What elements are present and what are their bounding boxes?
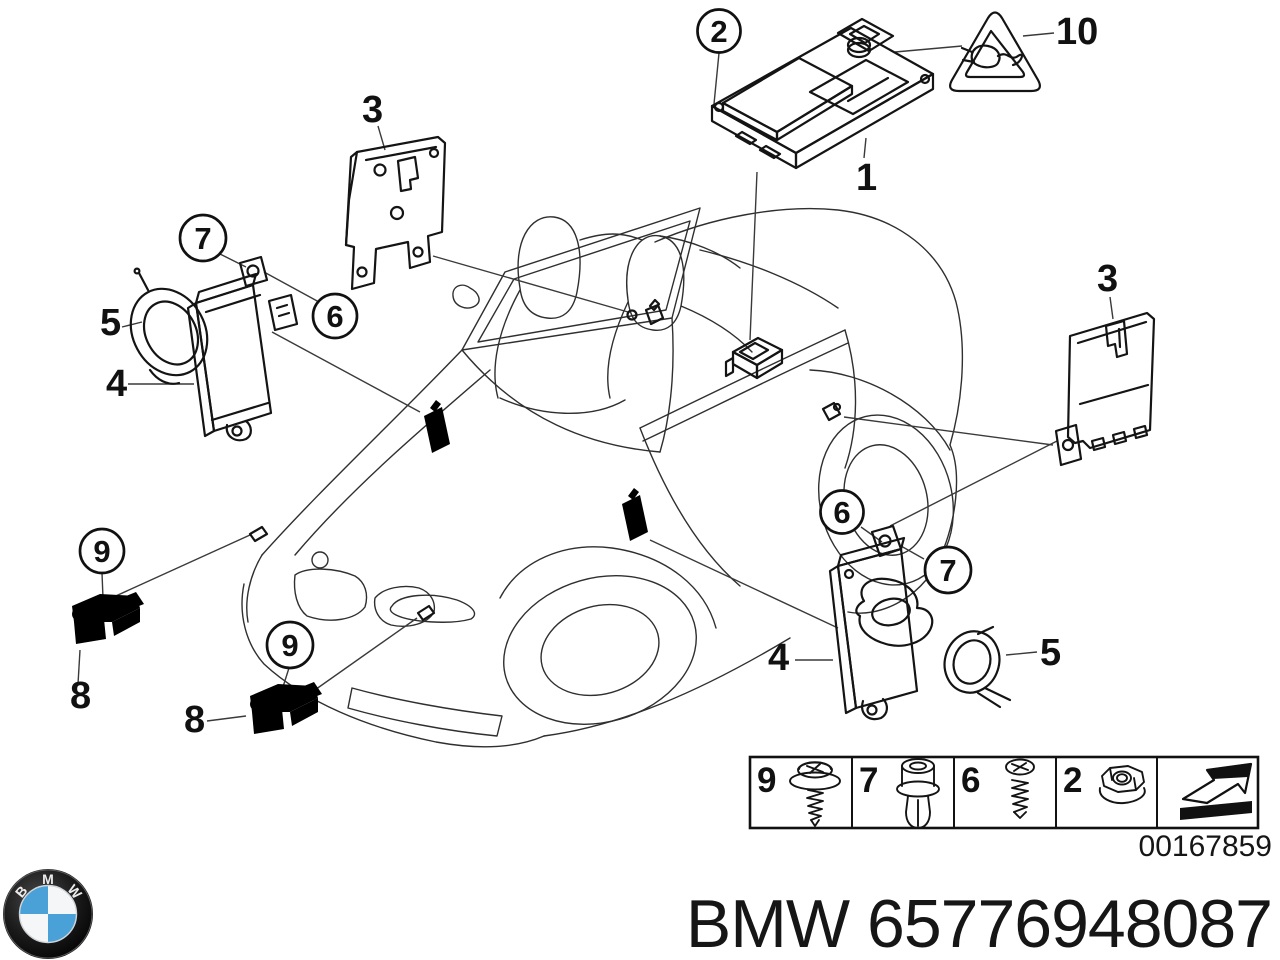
callout-7-right-label: 7 xyxy=(939,553,956,588)
in-car-bumper-sensor-left xyxy=(248,525,269,543)
callout-9-side-label: 9 xyxy=(281,628,298,663)
logo-letter-m: M xyxy=(42,871,54,887)
callout-7-right: 7 xyxy=(923,545,973,595)
bracket-left-part-drawing xyxy=(344,135,447,291)
fastener-legend-table: 9 7 6 xyxy=(748,755,1260,830)
label-part-5-left: 5 xyxy=(100,302,121,344)
footer-part-number: BMW 65776948087 xyxy=(686,886,1272,960)
legend-cell-continuation xyxy=(1180,762,1253,820)
in-car-sill-sensor-right xyxy=(821,401,842,422)
car-line-drawing xyxy=(241,207,964,748)
callout-7-left: 7 xyxy=(178,213,228,263)
in-car-components xyxy=(248,298,842,622)
satellite-module-left-part-drawing xyxy=(186,255,299,442)
in-car-bumper-sensor-center xyxy=(416,604,436,622)
impact-sensor-side-part-drawing xyxy=(250,682,322,734)
continuation-arrow-icon xyxy=(1180,762,1253,820)
part-number-labels: 1 3 10 5 4 8 8 3 4 5 xyxy=(70,11,1118,741)
callout-6-left-label: 6 xyxy=(326,299,343,334)
impact-sensor-front-part-drawing xyxy=(72,592,144,644)
screw-with-washer-icon xyxy=(789,761,841,827)
callout-9-front-label: 9 xyxy=(93,534,110,569)
label-part-4-left: 4 xyxy=(106,363,127,405)
label-part-3-left: 3 xyxy=(362,89,383,131)
retaining-ring-right-part-drawing xyxy=(943,625,1012,709)
airbag-warning-triangle-icon xyxy=(949,11,1041,93)
callout-6-right: 6 xyxy=(819,489,865,535)
label-part-5-right: 5 xyxy=(1040,632,1061,674)
in-car-header-sensor xyxy=(626,298,665,326)
callout-2-label: 2 xyxy=(710,14,727,49)
diagram-doc-number: 00167859 xyxy=(1139,830,1272,863)
callout-6-right-label: 6 xyxy=(833,495,850,530)
satellite-module-right-part-drawing xyxy=(828,524,934,721)
callout-2: 2 xyxy=(696,8,742,54)
legend-ref-7: 7 xyxy=(859,761,878,800)
bmw-logo-icon: B M W xyxy=(3,869,93,959)
legend-ref-9: 9 xyxy=(757,761,776,800)
legend-cell-screw: 9 xyxy=(757,761,841,827)
hex-flange-nut-icon xyxy=(1099,765,1146,805)
label-part-8-front: 8 xyxy=(70,675,91,717)
leader-lines xyxy=(77,32,1114,722)
label-part-8-side: 8 xyxy=(184,699,205,741)
label-part-10: 10 xyxy=(1056,11,1098,53)
label-part-1: 1 xyxy=(856,157,877,199)
legend-cell-nut: 2 xyxy=(1063,761,1146,805)
power-plug-icon xyxy=(960,44,1023,69)
label-part-3-right: 3 xyxy=(1097,258,1118,300)
callout-9-side: 9 xyxy=(265,620,315,670)
callout-6-left: 6 xyxy=(311,292,359,340)
in-car-door-sensor-right xyxy=(622,488,648,541)
legend-ref-6: 6 xyxy=(961,761,980,800)
legend-cell-small-screw: 6 xyxy=(961,758,1035,819)
oval-head-screw-icon xyxy=(1005,758,1035,819)
legend-cell-rivet: 7 xyxy=(859,758,940,829)
retaining-ring-left-part-drawing xyxy=(129,267,209,385)
expansion-rivet-icon xyxy=(896,758,940,829)
in-car-control-unit xyxy=(724,336,784,380)
callout-7-left-label: 7 xyxy=(194,221,211,256)
label-part-4-right: 4 xyxy=(768,637,789,679)
legend-ref-2: 2 xyxy=(1063,761,1082,800)
callout-9-front: 9 xyxy=(78,527,126,575)
control-module-part-drawing xyxy=(710,17,935,170)
callout-circles: 2 7 6 9 9 6 7 xyxy=(78,8,973,670)
bracket-right-part-drawing xyxy=(1054,311,1156,467)
